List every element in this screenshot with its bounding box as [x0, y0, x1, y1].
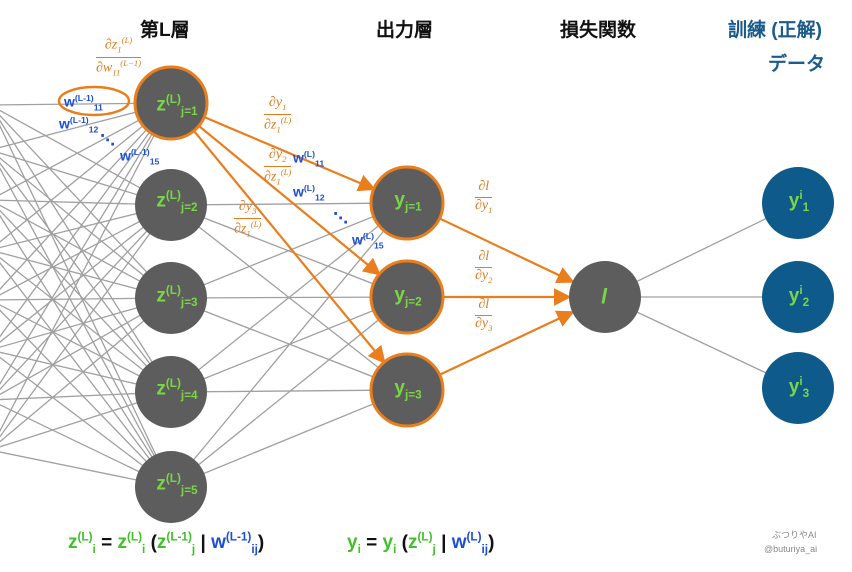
weight-ellipsis-2: ⋱ — [333, 210, 348, 227]
weight-ellipsis-1: ⋱ — [100, 132, 115, 149]
node-label-y2: yj=2 — [394, 284, 422, 309]
loss-function-header: 損失関数 — [560, 20, 637, 41]
input-edge — [0, 297, 172, 443]
node-label-z1: z(L)j=1 — [156, 93, 198, 119]
highlight-edge-output-loss — [439, 310, 575, 376]
weight-label-w12-l: w(L)12 — [293, 183, 325, 203]
layer-l-node — [133, 65, 209, 141]
input-edge — [0, 214, 172, 488]
input-edge — [0, 102, 172, 385]
credit-handle: @buturiya_ai — [764, 544, 818, 554]
node-label-target-1: yi1 — [788, 189, 810, 215]
input-edge — [0, 262, 172, 488]
hidden-output-edge — [170, 202, 408, 206]
target-node — [762, 352, 834, 424]
hidden-output-edge — [170, 202, 408, 393]
weight-label-w15-l-1: w(L-1)15 — [120, 147, 160, 167]
hidden-output-edge — [170, 389, 408, 393]
weight-label-w15-l: w(L)15 — [352, 231, 384, 251]
credit-name: ぶつりやAI — [772, 530, 817, 540]
equation-z: z(L)i = z(L)i (z(L-1)j | w(L-1)ij) — [68, 531, 265, 557]
input-edge — [0, 257, 172, 393]
loss-node — [569, 261, 641, 333]
node-label-z2: z(L)j=2 — [156, 189, 198, 215]
node-label-y3: yj=3 — [394, 377, 422, 402]
output-node — [369, 259, 445, 335]
hidden-output-edge — [170, 202, 408, 488]
hidden-output-edge — [170, 389, 408, 488]
layer-l-header: 第L層 — [140, 20, 190, 41]
node-label-z5: z(L)j=5 — [156, 472, 198, 498]
node-label-target-3: yi3 — [788, 375, 810, 401]
highlight-edge-z1-output — [193, 130, 386, 365]
highlight-edge-z1-output — [198, 125, 382, 276]
target-node — [762, 167, 834, 239]
input-edge — [0, 102, 172, 338]
derivative-dy1-dz1: ∂y1 ∂z1(L) — [264, 95, 292, 135]
layer-l-node — [135, 356, 207, 428]
node-label-loss: l — [601, 285, 607, 309]
derivative-dl-dy2: ∂l ∂y2 — [475, 249, 493, 285]
highlight-weight-ellipse — [57, 85, 131, 117]
weight-label-w12-l-1: w(L-1)12 — [59, 115, 99, 135]
training-data-header-line2: データ — [768, 54, 826, 75]
derivative-dl-dy3: ∂l ∂y3 — [475, 297, 493, 333]
node-label-target-2: yi2 — [788, 284, 810, 310]
input-edge — [0, 204, 172, 438]
derivative-dl-dy1: ∂l ∂y1 — [475, 179, 493, 215]
highlight-edge-output-loss — [439, 217, 575, 283]
input-edge — [0, 209, 172, 393]
layer-l-node — [135, 169, 207, 241]
input-edge — [0, 157, 172, 299]
training-data-header: 訓練 (正解) — [728, 20, 822, 41]
node-label-y1: yj=1 — [394, 189, 422, 214]
output-layer-header: 出力層 — [376, 20, 434, 41]
input-edge — [0, 167, 172, 488]
weight-label-w11-l: w(L)11 — [293, 149, 325, 169]
input-edge — [0, 102, 172, 291]
weight-label-w11-l-1: w(L-1)11 — [64, 93, 103, 113]
input-edge — [0, 309, 172, 488]
node-label-z3: z(L)j=3 — [156, 284, 198, 310]
hidden-output-edge — [170, 202, 408, 299]
derivative-dz-dw: ∂z1(L) ∂w11(L−1) — [96, 35, 142, 78]
output-node — [369, 165, 445, 241]
node-label-z4: z(L)j=4 — [156, 377, 198, 403]
input-edge — [0, 102, 172, 433]
target-node — [762, 261, 834, 333]
highlight-edge-z1-output — [203, 116, 377, 192]
hidden-output-edge — [170, 296, 408, 488]
derivative-dy2-dz1: ∂y2 ∂z1(L) — [264, 147, 292, 187]
layer-l-node — [135, 262, 207, 334]
input-edge — [0, 356, 172, 488]
input-edge — [0, 102, 172, 243]
input-edge — [0, 162, 172, 393]
equation-y: yi = yi (z(L)j | w(L)ij) — [347, 531, 495, 557]
output-node — [369, 352, 445, 428]
input-edge — [0, 204, 172, 391]
layer-l-node — [135, 451, 207, 523]
derivative-dy3-dz1: ∂y3 ∂z1(L) — [234, 199, 262, 239]
